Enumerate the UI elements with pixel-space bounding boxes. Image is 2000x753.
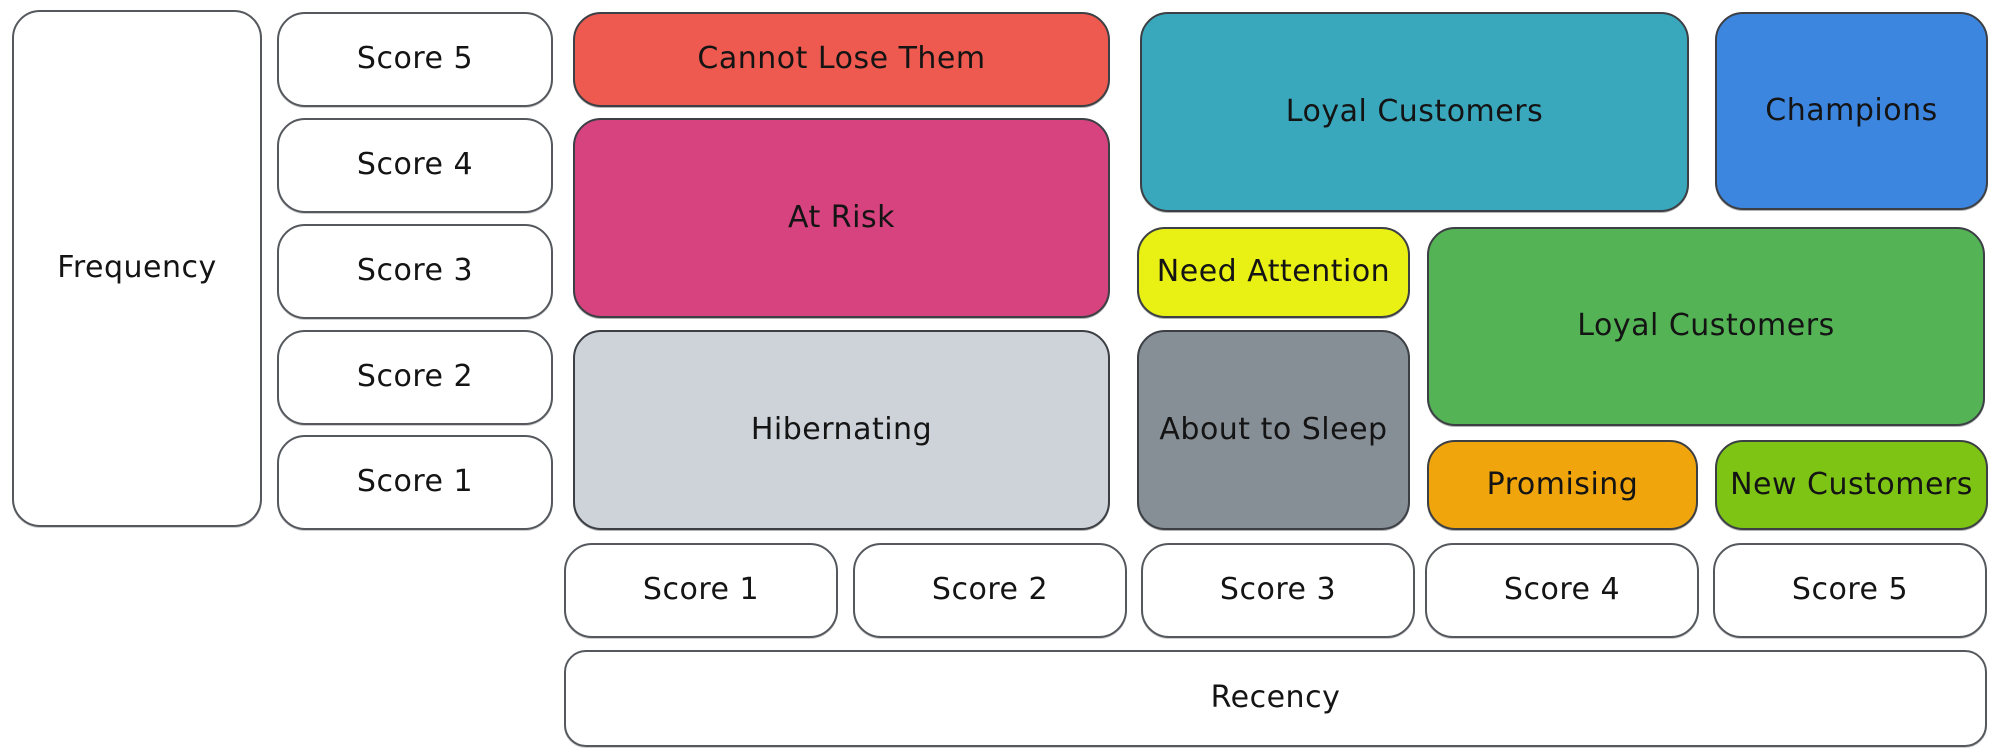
segment-about-to-sleep: About to Sleep	[1137, 330, 1410, 530]
segment-promising: Promising	[1427, 440, 1698, 530]
recency-score-1: Score 1	[564, 543, 838, 638]
recency-score-2: Score 2	[853, 543, 1127, 638]
frequency-score-1: Score 1	[277, 435, 553, 530]
segment-need-attention: Need Attention	[1137, 227, 1410, 318]
segment-champions: Champions	[1715, 12, 1988, 210]
frequency-axis-label: Frequency	[12, 10, 262, 527]
segment-hibernating: Hibernating	[573, 330, 1110, 530]
recency-score-3: Score 3	[1141, 543, 1415, 638]
segment-at-risk: At Risk	[573, 118, 1110, 318]
recency-axis-label: Recency	[564, 650, 1987, 747]
frequency-score-3: Score 3	[277, 224, 553, 319]
frequency-score-2: Score 2	[277, 330, 553, 425]
segment-loyal-customers-mid: Loyal Customers	[1427, 227, 1985, 426]
recency-score-4: Score 4	[1425, 543, 1699, 638]
segment-cannot-lose-them: Cannot Lose Them	[573, 12, 1110, 107]
frequency-score-5: Score 5	[277, 12, 553, 107]
recency-score-5: Score 5	[1713, 543, 1987, 638]
segment-loyal-customers-top: Loyal Customers	[1140, 12, 1689, 212]
frequency-score-4: Score 4	[277, 118, 553, 213]
segment-new-customers: New Customers	[1715, 440, 1988, 530]
